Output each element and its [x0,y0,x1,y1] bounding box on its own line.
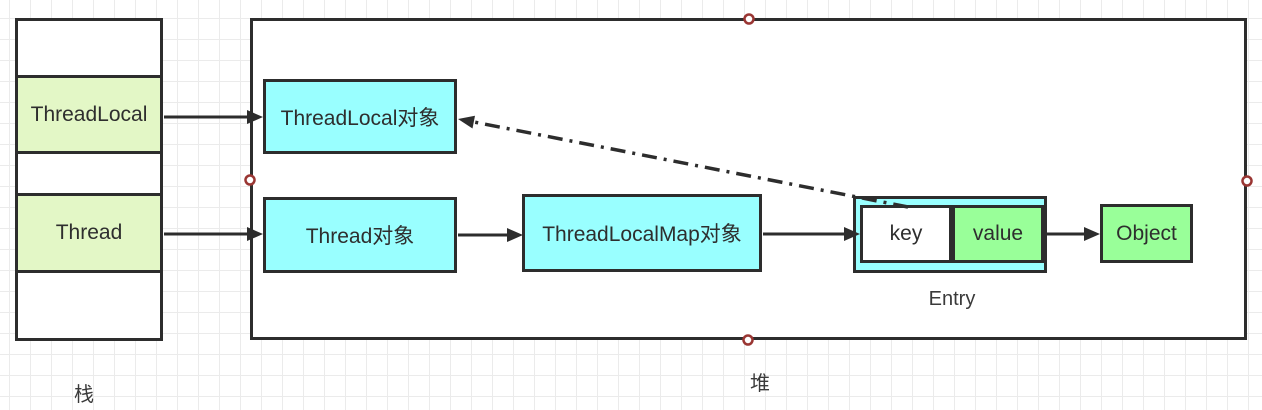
stack-cell-empty-1[interactable] [18,21,160,78]
stack-label[interactable]: 栈 [74,384,94,406]
object-node[interactable]: Object [1100,204,1193,263]
threadlocalmap-object-node[interactable]: ThreadLocalMap对象 [522,194,762,272]
stack-cell-empty-3[interactable] [18,273,160,338]
stack-cell-threadlocal[interactable]: ThreadLocal [18,78,160,154]
arrow-stack-threadlocal-to-threadlocal-obj[interactable] [164,110,263,124]
entry-value-cell[interactable]: value [952,205,1044,263]
heap-box[interactable] [250,18,1247,340]
entry-caption[interactable]: Entry [928,288,976,310]
arrow-stack-thread-to-thread-obj[interactable] [164,227,263,241]
entry-key-cell[interactable]: key [860,205,952,263]
heap-label[interactable]: 堆 [750,373,770,395]
entry-node[interactable]: key value [853,196,1047,273]
stack-cell-empty-2[interactable] [18,154,160,196]
stack-box[interactable]: ThreadLocal Thread [15,18,163,341]
threadlocal-object-node[interactable]: ThreadLocal对象 [263,79,457,154]
thread-object-node[interactable]: Thread对象 [263,197,457,273]
stack-cell-thread[interactable]: Thread [18,196,160,273]
